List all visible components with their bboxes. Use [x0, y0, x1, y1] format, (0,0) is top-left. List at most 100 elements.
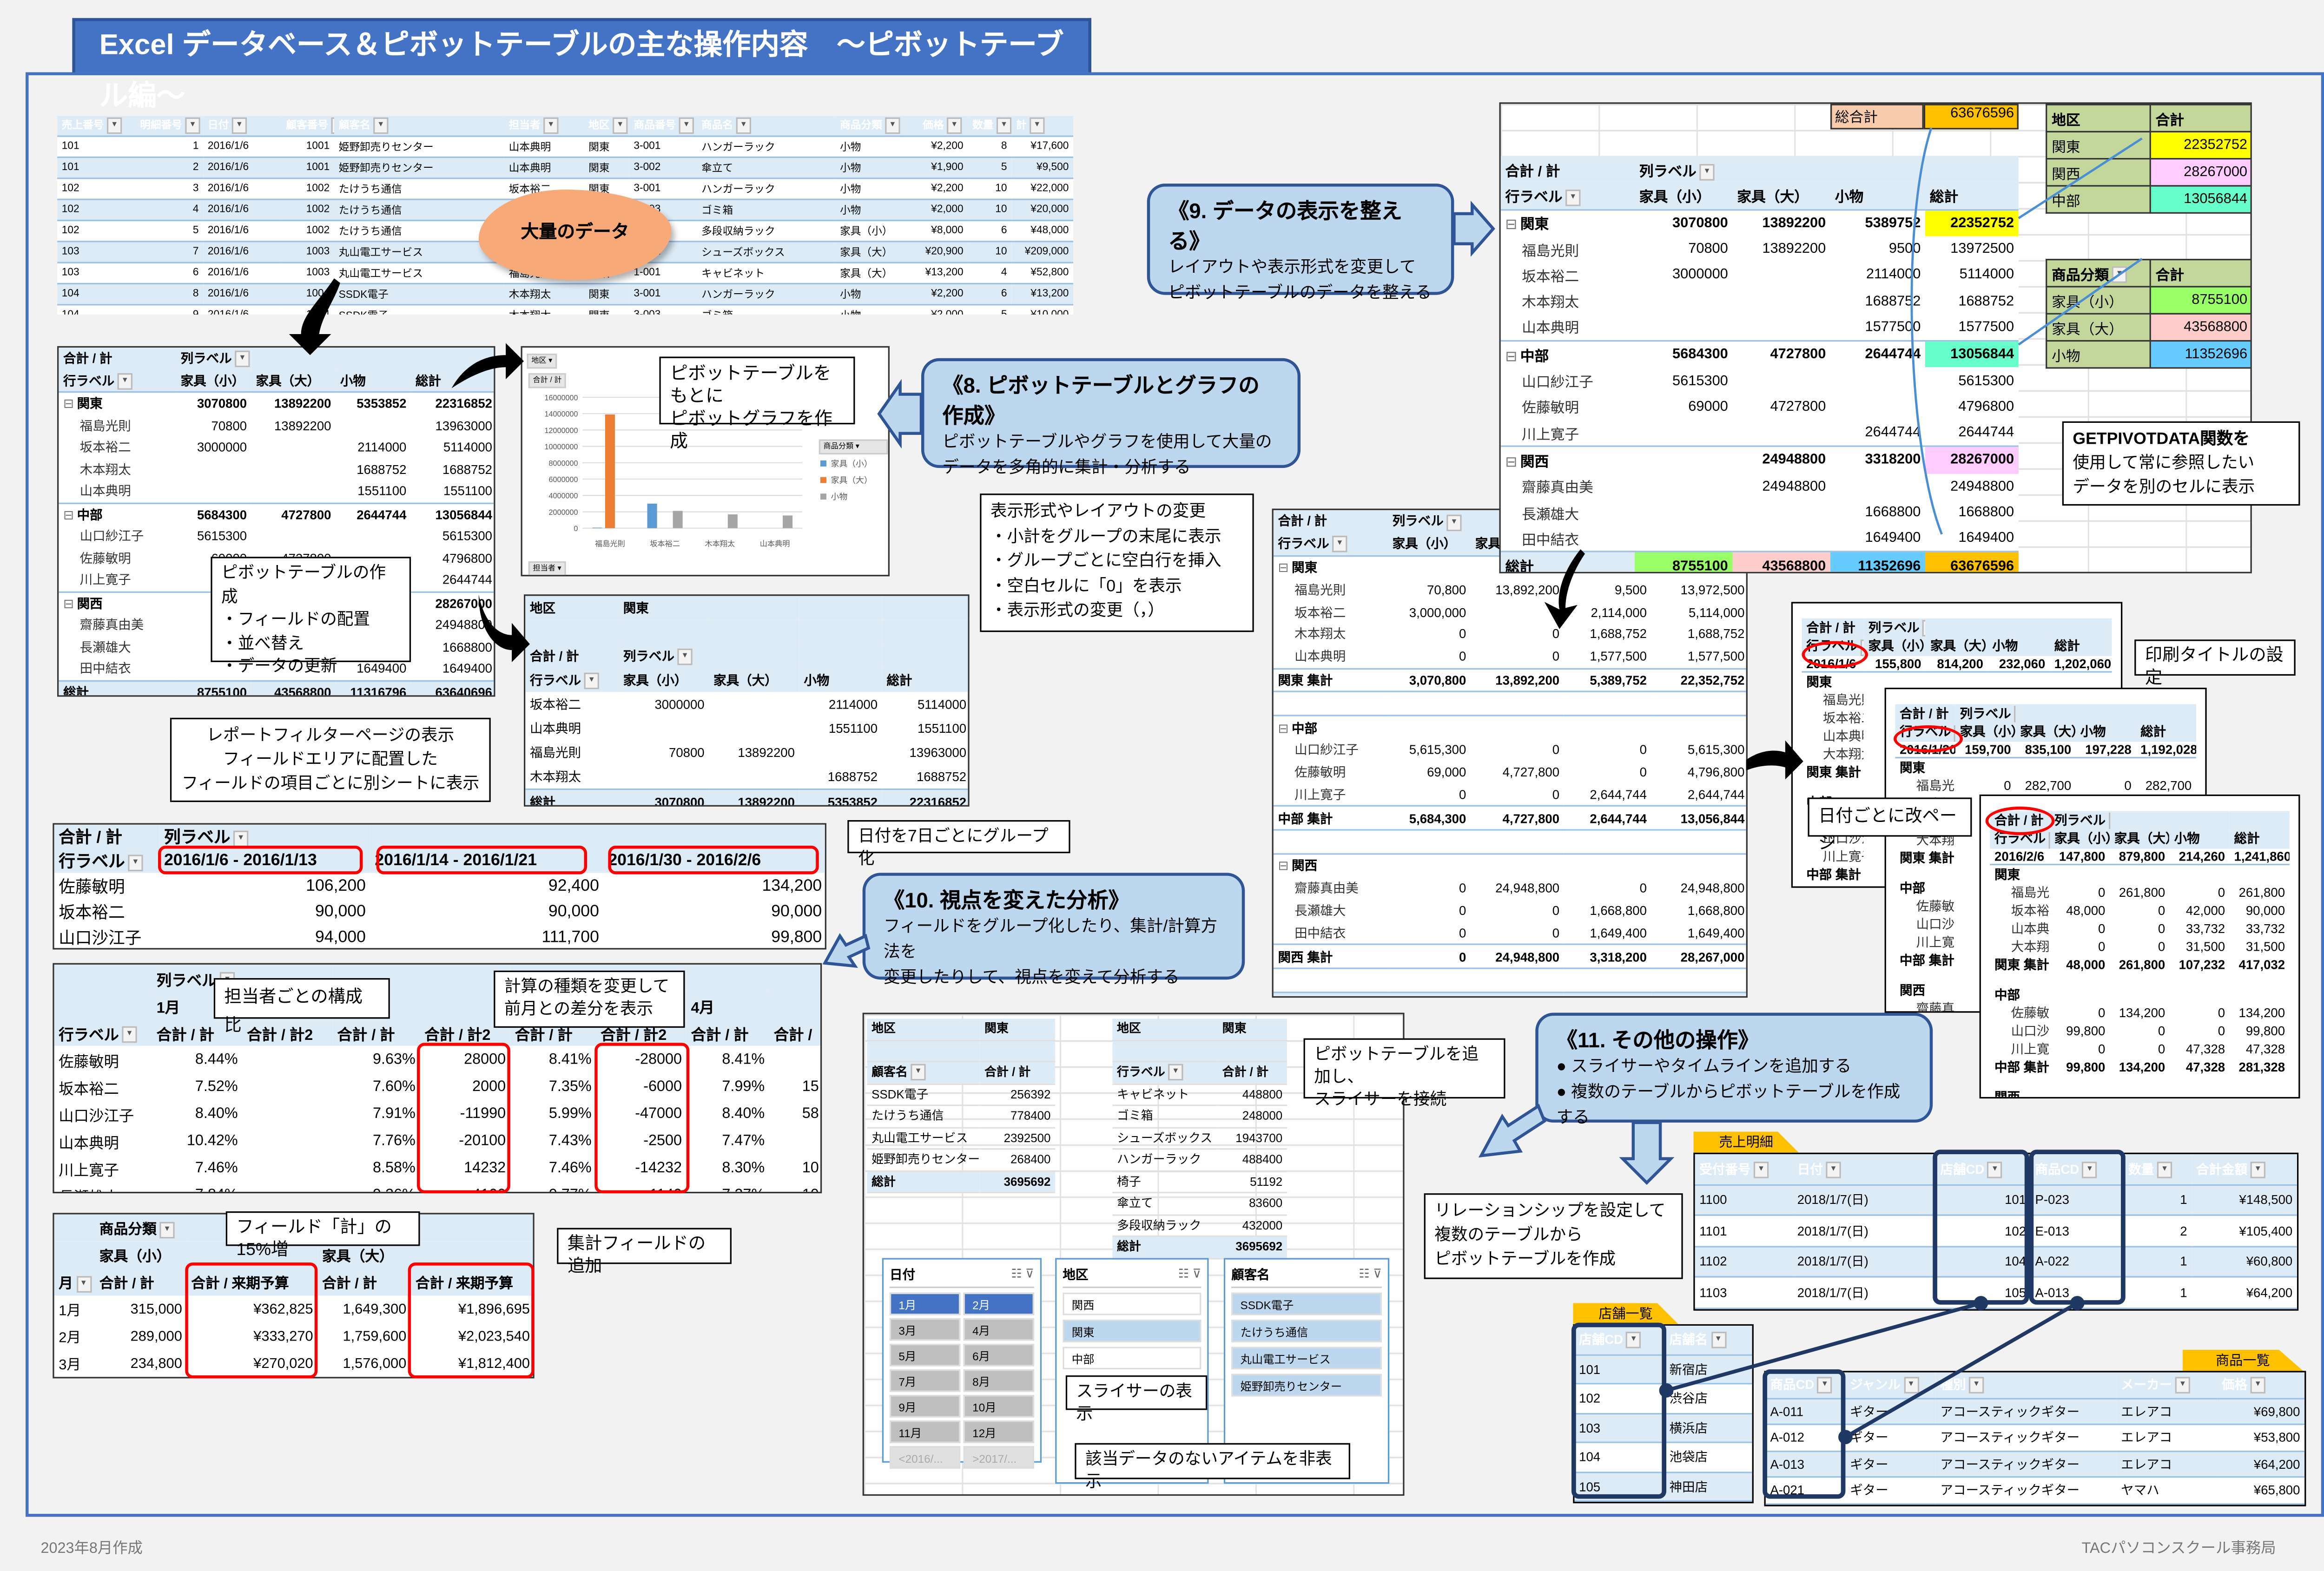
slicer-item[interactable]: 姫野卸売りセンター	[1231, 1374, 1382, 1397]
slicer-item[interactable]: 4月	[963, 1318, 1034, 1341]
column-header[interactable]: 顧客名▼	[334, 116, 504, 137]
column-header[interactable]: 計▼	[1011, 116, 1074, 137]
slicer-item[interactable]: 9月	[889, 1395, 961, 1418]
filter-dropdown-icon[interactable]: ▼	[106, 117, 122, 134]
filter-dropdown-icon[interactable]: ▼	[1565, 189, 1581, 206]
column-header[interactable]: 受付番号▼	[1695, 1154, 1793, 1185]
column-header[interactable]: 数量▼	[968, 116, 1012, 137]
filter-dropdown-icon[interactable]: ▼	[1753, 1161, 1769, 1178]
filter-dropdown-icon[interactable]: ▼	[1626, 1332, 1641, 1349]
slicer-item[interactable]: >2017/...	[963, 1446, 1034, 1469]
slicer-item[interactable]: 8月	[963, 1369, 1034, 1392]
slicer-item[interactable]: 2月	[963, 1292, 1034, 1315]
column-header[interactable]: 商品番号▼	[629, 116, 697, 137]
slicer-item[interactable]: 7月	[889, 1369, 961, 1392]
filter-dropdown-icon[interactable]: ▼	[373, 117, 389, 134]
filter-dropdown-icon[interactable]: ▼	[231, 117, 247, 134]
filter-dropdown-icon[interactable]: ▼	[1922, 620, 1926, 637]
filter-dropdown-icon[interactable]: ▼	[159, 1222, 175, 1239]
slicer-item[interactable]: 関西	[1063, 1292, 1202, 1315]
column-header[interactable]: 数量▼	[2124, 1154, 2192, 1185]
slicer-item[interactable]: 12月	[963, 1420, 1034, 1443]
chart-axis-field-button[interactable]: 担当者 ▾	[528, 561, 566, 575]
slicer-item[interactable]: たけうち通信	[1231, 1320, 1382, 1342]
column-header[interactable]: ジャンル▼	[1845, 1372, 1936, 1399]
filter-dropdown-icon[interactable]: ▼	[1710, 1332, 1726, 1349]
column-header[interactable]: 価格▼	[918, 116, 968, 137]
filter-dropdown-icon[interactable]: ▼	[1987, 1161, 2003, 1178]
filter-dropdown-icon[interactable]: ▼	[1446, 513, 1462, 531]
sheet-tab-sales[interactable]: 売上明細	[1693, 1131, 1799, 1153]
slicer-item[interactable]: SSDK電子	[1231, 1292, 1382, 1315]
filter-dropdown-icon[interactable]: ▼	[2014, 706, 2016, 723]
multi-select-and-clear-filter-icons[interactable]: ☷ ⊽	[1359, 1267, 1382, 1281]
filter-dropdown-icon[interactable]: ▼	[233, 830, 249, 847]
slicer-item[interactable]: 関東	[1063, 1320, 1202, 1342]
filter-dropdown-icon[interactable]: ▼	[1969, 1377, 1984, 1394]
slicer-item[interactable]: 丸山電工サービス	[1231, 1347, 1382, 1370]
filter-dropdown-icon[interactable]: ▼	[1903, 1377, 1919, 1394]
column-header[interactable]: 商品名▼	[697, 116, 836, 137]
column-header[interactable]: 種別▼	[1935, 1372, 2117, 1399]
column-header[interactable]: 店舗名▼	[1664, 1326, 1752, 1355]
slicer-item[interactable]: 3月	[889, 1318, 961, 1341]
sheet-tab-shops[interactable]: 店舗一覧	[1573, 1303, 1678, 1324]
slicer-item[interactable]: 中部	[1063, 1347, 1202, 1370]
chart-legend-field-button[interactable]: 商品分類 ▾	[819, 439, 888, 455]
filter-dropdown-icon[interactable]: ▼	[885, 117, 900, 134]
slicer-customer[interactable]: 顧客名☷ ⊽ SSDK電子たけうち通信丸山電工サービス姫野卸売りセンター	[1223, 1258, 1390, 1484]
column-header[interactable]: 店舗CD▼	[1574, 1326, 1665, 1355]
column-header[interactable]: 担当者▼	[504, 116, 584, 137]
filter-dropdown-icon[interactable]: ▼	[677, 649, 693, 665]
multi-select-and-clear-filter-icons[interactable]: ☷ ⊽	[1011, 1267, 1034, 1281]
filter-dropdown-icon[interactable]: ▼	[185, 117, 200, 134]
slicer-item[interactable]: 1月	[889, 1292, 961, 1315]
filter-dropdown-icon[interactable]: ▼	[117, 373, 133, 390]
filter-dropdown-icon[interactable]: ▼	[2250, 1377, 2265, 1394]
filter-dropdown-icon[interactable]: ▼	[122, 1026, 137, 1044]
filter-dropdown-icon[interactable]: ▼	[235, 351, 250, 368]
filter-dropdown-icon[interactable]: ▼	[996, 117, 1012, 134]
filter-dropdown-icon[interactable]: ▼	[2082, 1161, 2098, 1178]
chart-filter-region-button[interactable]: 地区 ▾	[527, 354, 557, 369]
filter-dropdown-icon[interactable]: ▼	[613, 117, 628, 134]
filter-dropdown-icon[interactable]: ▼	[1826, 1161, 1841, 1178]
filter-dropdown-icon[interactable]: ▼	[1168, 1065, 1183, 1081]
column-header[interactable]: 地区▼	[584, 116, 629, 137]
filter-dropdown-icon[interactable]: ▼	[2157, 1161, 2172, 1178]
column-header[interactable]: メーカー▼	[2116, 1372, 2218, 1399]
column-header[interactable]: 商品分類▼	[835, 116, 918, 137]
filter-dropdown-icon[interactable]: ▼	[128, 854, 143, 871]
filter-dropdown-icon[interactable]: ▼	[679, 117, 694, 134]
slicer-item[interactable]: 5月	[889, 1343, 961, 1367]
filter-dropdown-icon[interactable]: ▼	[947, 117, 962, 134]
filter-dropdown-icon[interactable]: ▼	[76, 1276, 91, 1293]
column-header[interactable]: 店舗CD▼	[1935, 1154, 2031, 1185]
filter-dropdown-icon[interactable]: ▼	[2048, 831, 2050, 848]
filter-dropdown-icon[interactable]: ▼	[1699, 163, 1715, 180]
column-header[interactable]: 商品CD▼	[2030, 1154, 2124, 1185]
column-header[interactable]: 顧客番号▼	[281, 116, 334, 137]
filter-dropdown-icon[interactable]: ▼	[543, 117, 559, 134]
column-header[interactable]: 日付▼	[1793, 1154, 1936, 1185]
filter-dropdown-icon[interactable]: ▼	[2108, 813, 2110, 830]
column-header[interactable]: 日付▼	[203, 116, 282, 137]
filter-dropdown-icon[interactable]: ▼	[331, 117, 334, 134]
column-header[interactable]: 合計金額▼	[2192, 1154, 2297, 1185]
column-header[interactable]: 価格▼	[2217, 1372, 2305, 1399]
filter-dropdown-icon[interactable]: ▼	[2250, 1161, 2265, 1178]
filter-dropdown-icon[interactable]: ▼	[1332, 536, 1347, 553]
filter-dropdown-icon[interactable]: ▼	[2175, 1377, 2191, 1394]
slicer-item[interactable]: 11月	[889, 1420, 961, 1443]
chart-value-button[interactable]: 合計 / 計	[528, 373, 567, 388]
multi-select-and-clear-filter-icons[interactable]: ☷ ⊽	[1178, 1267, 1202, 1281]
slicer-item[interactable]: <2016/...	[889, 1446, 961, 1469]
filter-dropdown-icon[interactable]: ▼	[736, 117, 752, 134]
slicer-item[interactable]: 10月	[963, 1395, 1034, 1418]
filter-dropdown-icon[interactable]: ▼	[911, 1065, 926, 1081]
slicer-item[interactable]: 6月	[963, 1343, 1034, 1367]
filter-dropdown-icon[interactable]: ▼	[1030, 117, 1045, 134]
column-header[interactable]: 売上番号▼	[57, 116, 136, 137]
filter-dropdown-icon[interactable]: ▼	[584, 673, 599, 690]
